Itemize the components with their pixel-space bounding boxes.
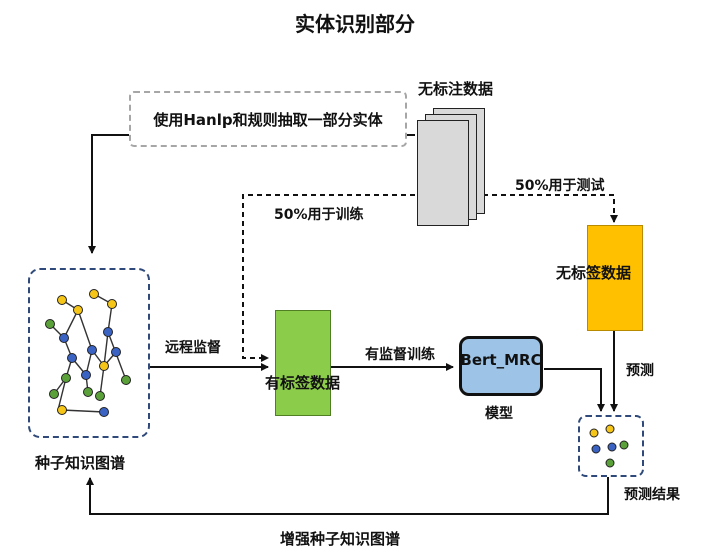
arrow-test-split — [483, 194, 618, 223]
model-caption: 模型 — [485, 406, 513, 422]
test-split-label: 50%用于测试 — [515, 178, 605, 194]
unlabeled-data-label: 无标注数据 — [418, 80, 494, 98]
supervised-training-label: 有监督训练 — [365, 347, 435, 363]
labeled-data-box — [275, 310, 331, 416]
prediction-result-box — [578, 415, 644, 477]
rule-extraction-label: 使用Hanlp和规则抽取一部分实体 — [153, 110, 383, 129]
train-split-label: 50%用于训练 — [274, 207, 364, 223]
data-sheet-front — [417, 120, 469, 226]
unlabeled-test-data-box — [587, 225, 643, 331]
rule-extraction-box: 使用Hanlp和规则抽取一部分实体 — [129, 91, 407, 147]
labeled-data-label: 有标签数据 — [265, 374, 341, 392]
model-name: Bert_MRC — [460, 351, 542, 369]
bert-mrc-model-box: Bert_MRC — [459, 336, 543, 396]
result-nodes-icon — [589, 424, 629, 468]
enhance-kg-label: 增强种子知识图谱 — [280, 530, 401, 548]
prediction-result-label: 预测结果 — [624, 487, 680, 503]
diagram-title: 实体识别部分 — [295, 12, 415, 36]
predict-label: 预测 — [626, 363, 654, 379]
seed-kg-box — [28, 268, 150, 438]
unlabeled-test-data-label: 无标签数据 — [556, 264, 632, 282]
seed-kg-label: 种子知识图谱 — [35, 454, 126, 472]
arrow-model-to-result — [544, 368, 605, 412]
arrow-enhance — [86, 476, 609, 515]
knowledge-graph-icon — [45, 289, 131, 417]
arrow-train-split — [242, 194, 415, 362]
distant-supervision-label: 远程监督 — [165, 340, 221, 356]
